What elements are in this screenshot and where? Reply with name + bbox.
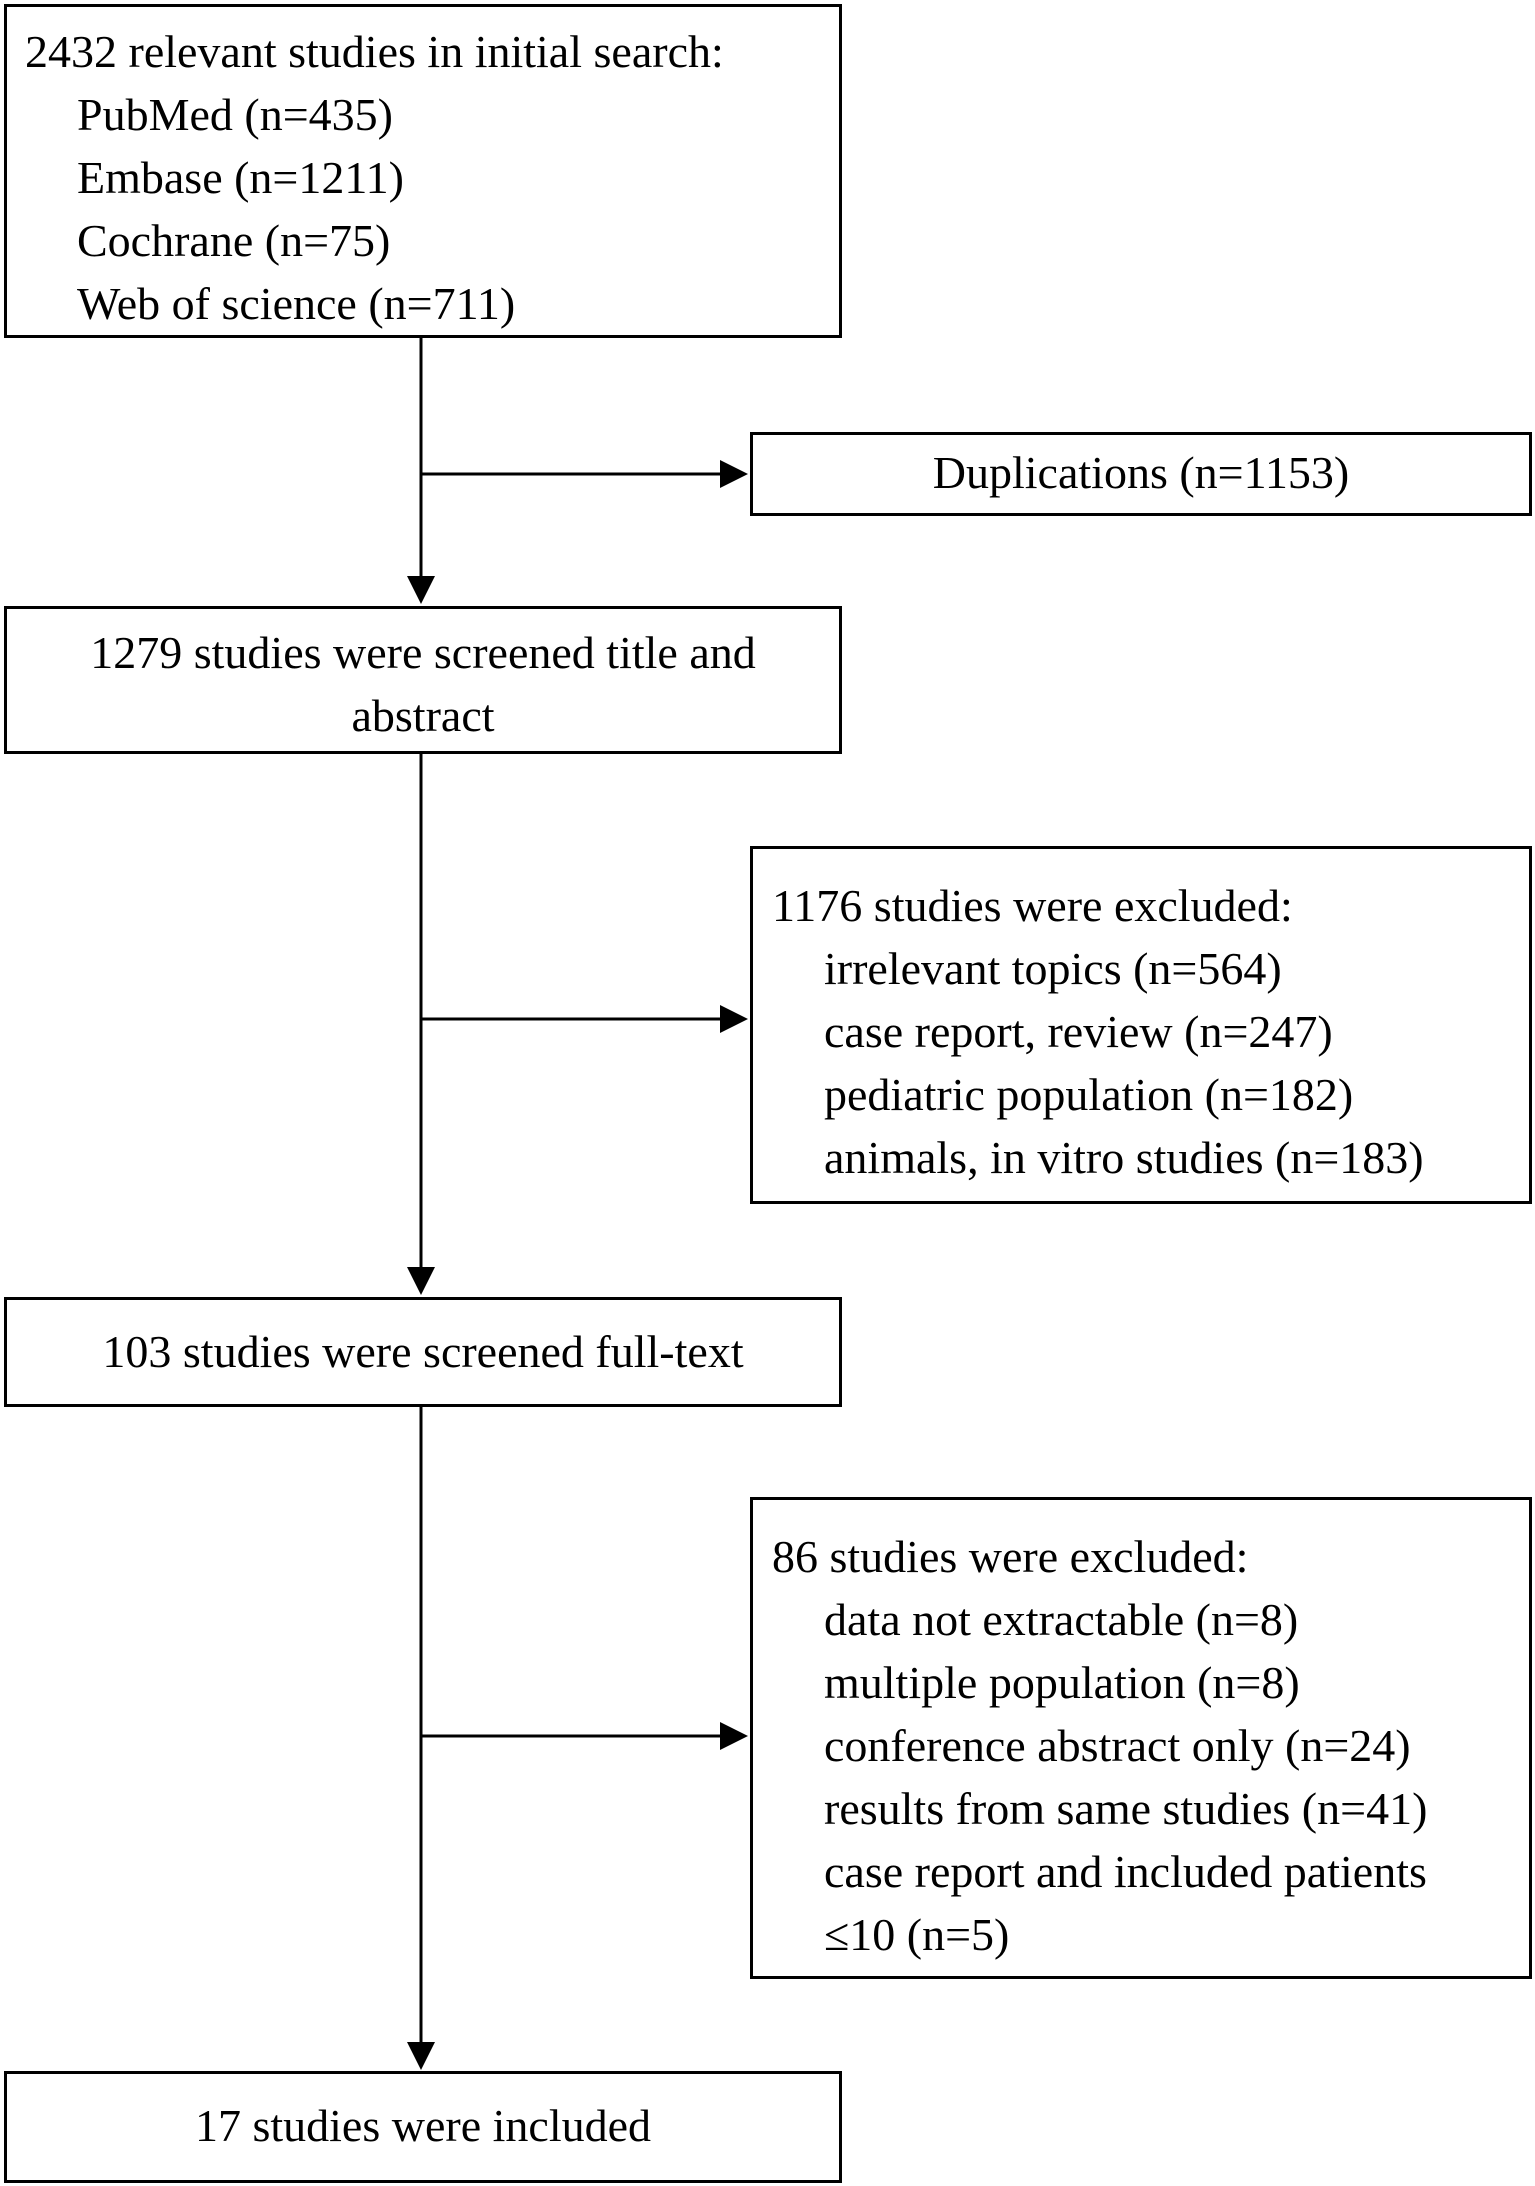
initial-search-heading: 2432 relevant studies in initial search: xyxy=(25,26,724,77)
excluded-second-item-multiple-population: multiple population (n=8) xyxy=(824,1657,1300,1708)
initial-search-box: 2432 relevant studies in initial search:… xyxy=(4,4,842,338)
duplications-text: Duplications (n=1153) xyxy=(932,447,1350,498)
screened-title-abstract-line-2: abstract xyxy=(351,690,495,741)
initial-search-item-embase: Embase (n=1211) xyxy=(77,152,404,203)
excluded-first-item-case-report-review: case report, review (n=247) xyxy=(824,1006,1333,1057)
arrowhead-to-excluded-first xyxy=(720,1005,748,1033)
excluded-first-box: 1176 studies were excluded: irrelevant t… xyxy=(750,846,1532,1204)
duplications-box: Duplications (n=1153) xyxy=(750,432,1532,516)
excluded-second-heading: 86 studies were excluded: xyxy=(772,1531,1249,1582)
arrowhead-to-excluded-second xyxy=(720,1722,748,1750)
screened-full-text-box: 103 studies were screened full-text xyxy=(4,1297,842,1407)
initial-search-item-pubmed: PubMed (n=435) xyxy=(77,89,393,140)
excluded-second-item-data-not-extractable: data not extractable (n=8) xyxy=(824,1594,1299,1645)
excluded-second-item-case-report-patients: case report and included patients xyxy=(824,1846,1427,1897)
excluded-first-heading: 1176 studies were excluded: xyxy=(772,880,1293,931)
initial-search-item-cochrane: Cochrane (n=75) xyxy=(77,215,391,266)
included-text: 17 studies were included xyxy=(194,2100,652,2151)
arrowhead-screened-to-fulltext xyxy=(407,1267,435,1295)
excluded-second-item-conference-abstract: conference abstract only (n=24) xyxy=(824,1720,1411,1771)
excluded-second-item-same-studies: results from same studies (n=41) xyxy=(824,1783,1428,1834)
arrowhead-initial-to-screened xyxy=(407,576,435,604)
screened-title-abstract-box: 1279 studies were screened title and abs… xyxy=(4,606,842,754)
excluded-first-item-pediatric: pediatric population (n=182) xyxy=(824,1069,1354,1120)
screened-full-text-text: 103 studies were screened full-text xyxy=(102,1326,744,1377)
excluded-second-box: 86 studies were excluded: data not extra… xyxy=(750,1497,1532,1979)
arrowhead-fulltext-to-included xyxy=(407,2042,435,2070)
excluded-first-item-animals: animals, in vitro studies (n=183) xyxy=(824,1132,1424,1183)
excluded-second-item-case-report-patients-cont: ≤10 (n=5) xyxy=(824,1909,1010,1960)
included-box: 17 studies were included xyxy=(4,2071,842,2183)
arrowhead-to-duplications xyxy=(720,460,748,488)
screened-title-abstract-line-1: 1279 studies were screened title and xyxy=(90,627,756,678)
initial-search-item-web-of-science: Web of science (n=711) xyxy=(77,278,516,329)
excluded-first-item-irrelevant: irrelevant topics (n=564) xyxy=(824,943,1282,994)
